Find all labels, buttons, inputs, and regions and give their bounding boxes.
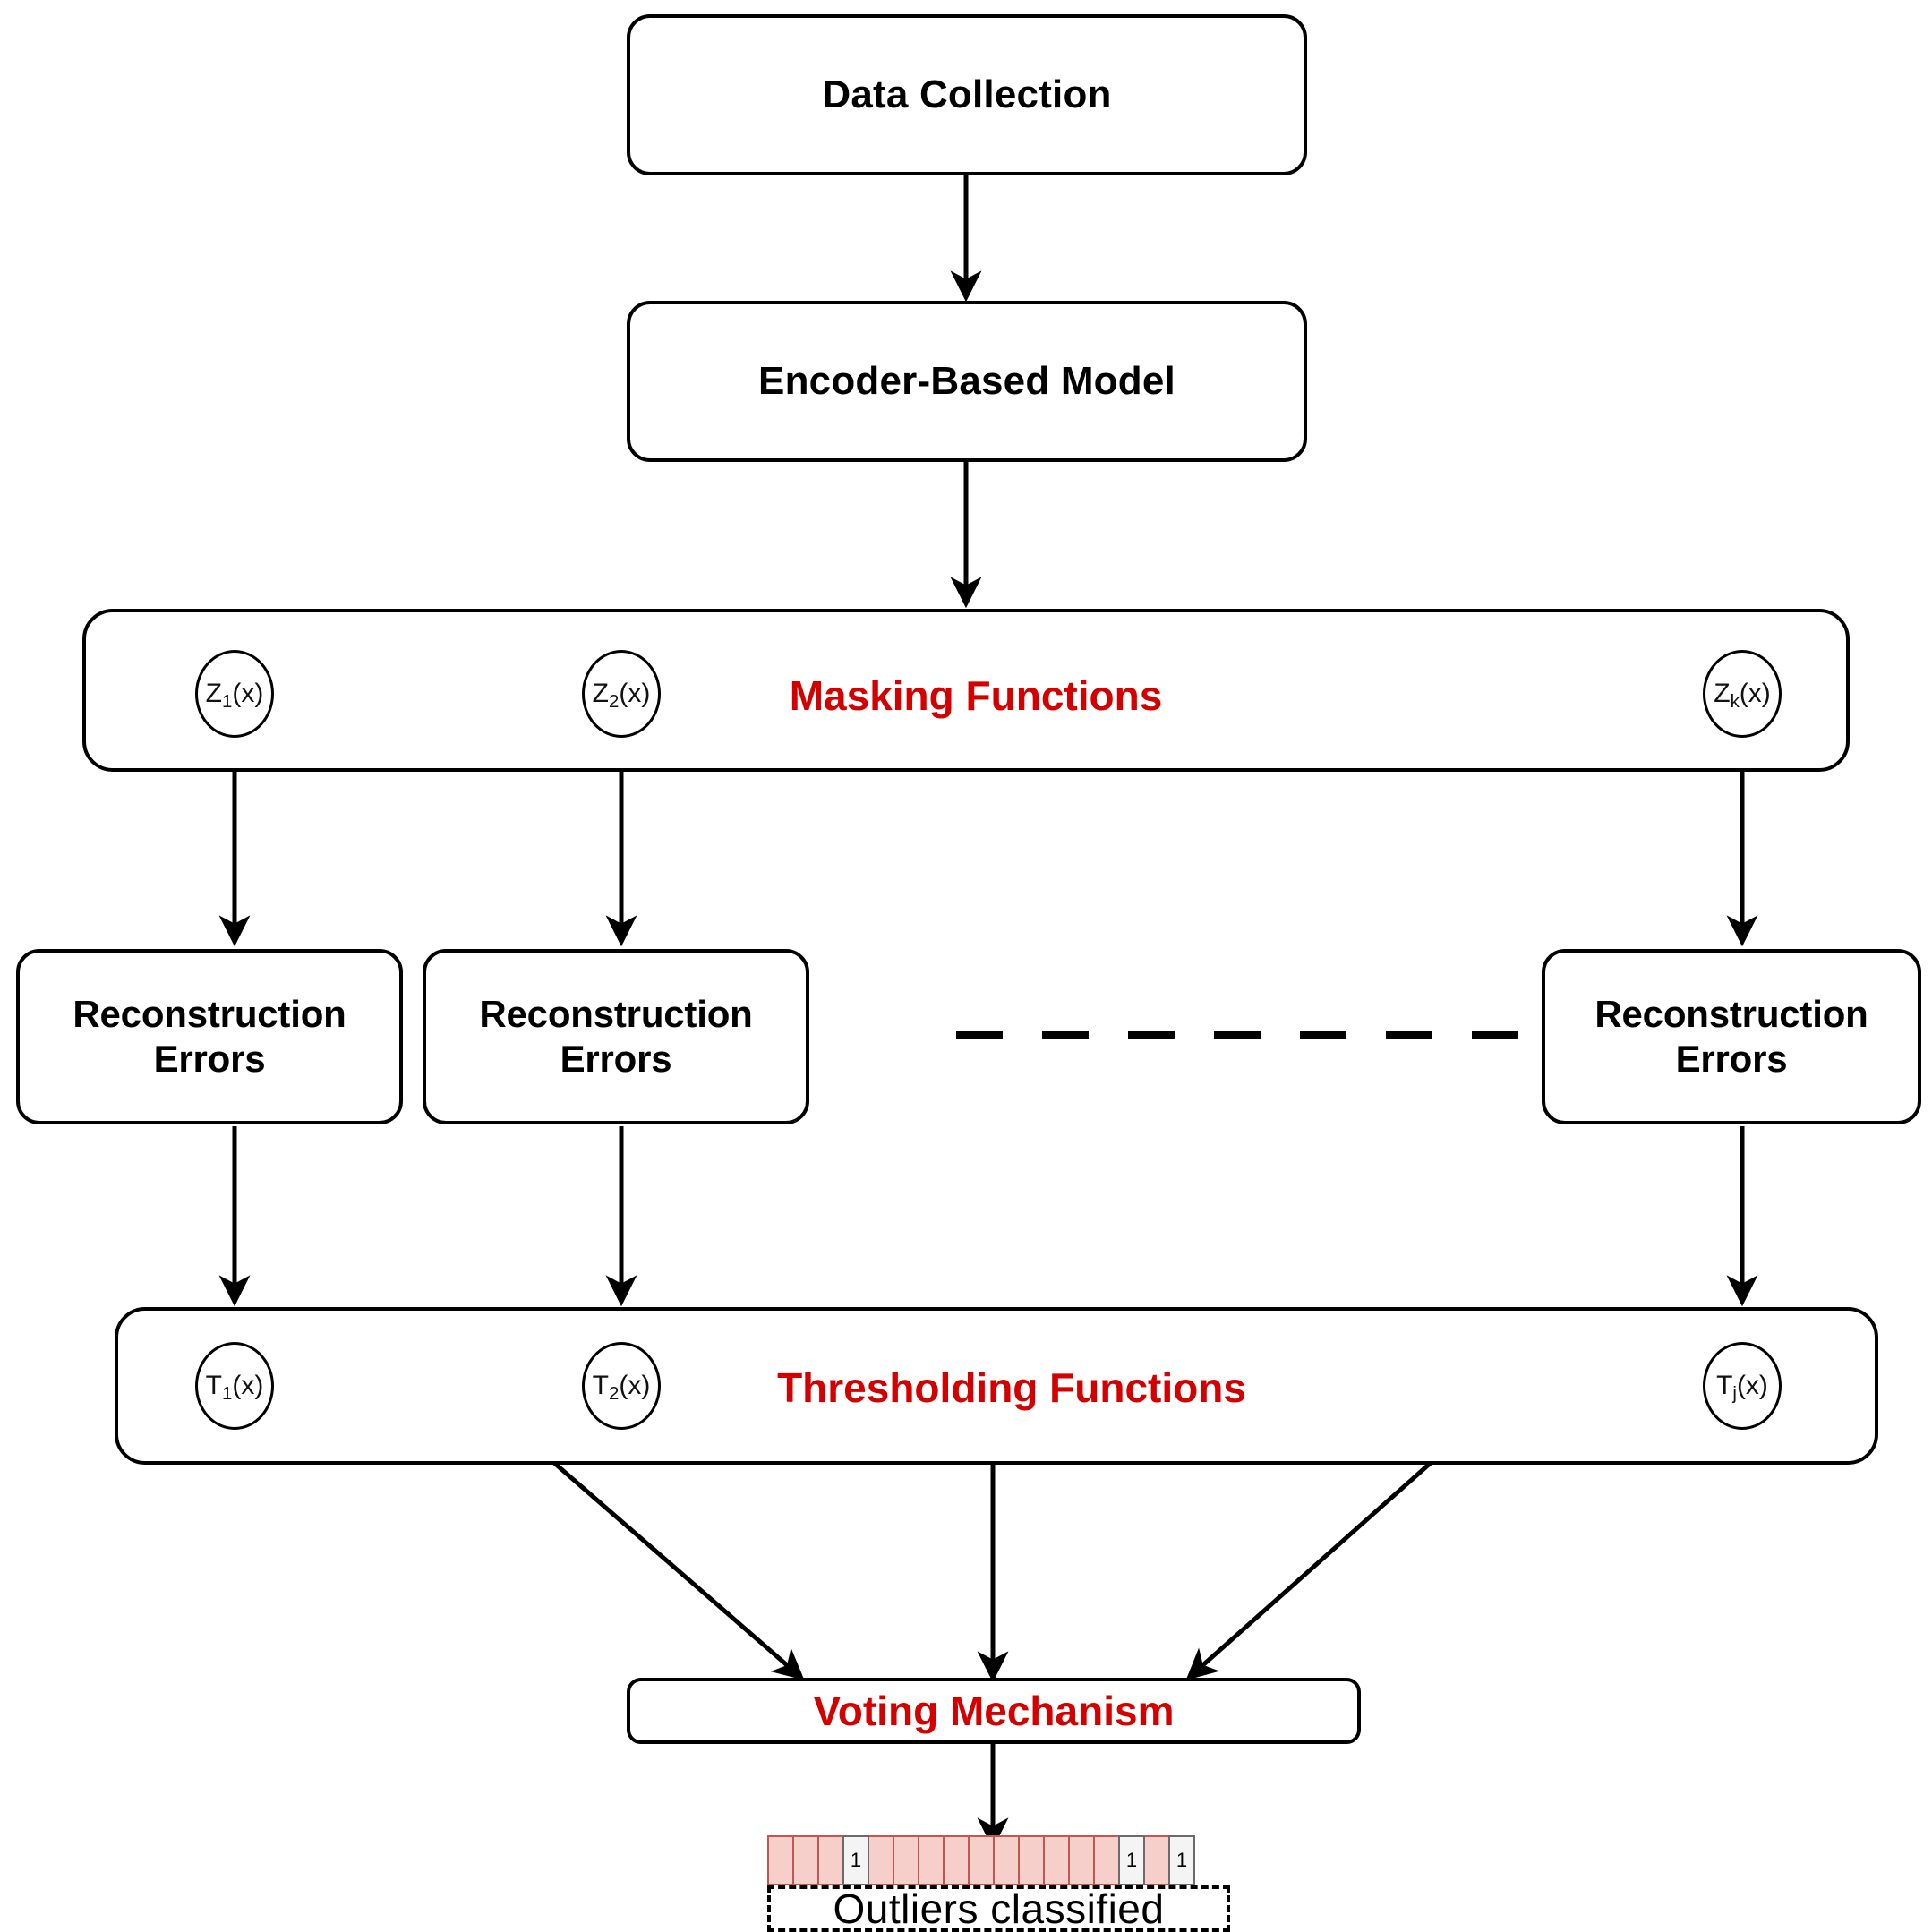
node-reconstruction-errors-2[interactable]: Reconstruction Errors (423, 949, 809, 1124)
output-cell-flagged: 1 (1118, 1835, 1145, 1885)
output-strip-caption: Outliers classified (767, 1885, 1230, 1932)
band-masking-functions-title: Masking Functions (789, 672, 1163, 719)
output-cell (767, 1835, 794, 1885)
output-cell (1093, 1835, 1120, 1885)
output-cell (993, 1835, 1020, 1885)
thresholding-function-tj-label: Tj(x) (1716, 1371, 1768, 1404)
node-voting-mechanism[interactable]: Voting Mechanism (627, 1678, 1361, 1744)
node-encoder-based-model[interactable]: Encoder-Based Model (627, 301, 1307, 462)
output-cell (968, 1835, 995, 1885)
output-cell (1018, 1835, 1045, 1885)
output-cell (1068, 1835, 1095, 1885)
output-cell (918, 1835, 945, 1885)
ellipsis-dash-segment (1386, 1031, 1432, 1039)
output-strip-caption-label: Outliers classified (833, 1885, 1165, 1932)
ellipsis-dash-segment (956, 1031, 1003, 1039)
node-reconstruction-errors-k-line1: Reconstruction (1594, 993, 1868, 1036)
ellipsis-dash-segment (1300, 1031, 1346, 1039)
masking-function-zk-label: Zk(x) (1714, 679, 1771, 712)
masking-function-z2-label: Z2(x) (592, 679, 651, 712)
node-reconstruction-errors-2-line1: Reconstruction (479, 993, 753, 1036)
node-reconstruction-errors-1-line2: Errors (153, 1038, 266, 1080)
node-voting-mechanism-label: Voting Mechanism (813, 1688, 1175, 1734)
edge-thresholding-right-to-voting (1185, 1461, 1432, 1680)
output-cell (817, 1835, 844, 1885)
thresholding-function-t2-label: T2(x) (592, 1371, 651, 1404)
output-cell (1143, 1835, 1170, 1885)
thresholding-function-t2[interactable]: T2(x) (582, 1342, 661, 1430)
thresholding-function-tj[interactable]: Tj(x) (1703, 1342, 1782, 1430)
thresholding-function-t1[interactable]: T1(x) (195, 1342, 274, 1430)
band-thresholding-functions-title: Thresholding Functions (777, 1364, 1246, 1411)
output-cell-flagged: 1 (842, 1835, 869, 1885)
edge-thresholding-left-to-voting (552, 1461, 805, 1680)
ellipsis-dash-segment (1042, 1031, 1089, 1039)
ellipsis-dash-segment (1472, 1031, 1518, 1039)
node-reconstruction-errors-1-line1: Reconstruction (73, 993, 346, 1036)
output-cell-flagged: 1 (1168, 1835, 1195, 1885)
masking-function-z1[interactable]: Z1(x) (195, 650, 274, 738)
ellipsis-dashes (956, 1031, 1518, 1039)
band-thresholding-functions[interactable] (115, 1307, 1878, 1465)
node-reconstruction-errors-2-line2: Errors (560, 1038, 672, 1080)
node-reconstruction-errors-k-line2: Errors (1675, 1038, 1788, 1080)
ellipsis-dash-segment (1214, 1031, 1261, 1039)
node-reconstruction-errors-1[interactable]: Reconstruction Errors (16, 949, 403, 1124)
masking-function-z2[interactable]: Z2(x) (582, 650, 661, 738)
thresholding-function-t1-label: T1(x) (205, 1371, 264, 1404)
output-cell (792, 1835, 819, 1885)
node-encoder-based-model-label: Encoder-Based Model (758, 359, 1175, 404)
node-reconstruction-errors-k[interactable]: Reconstruction Errors (1542, 949, 1921, 1124)
masking-function-zk[interactable]: Zk(x) (1703, 650, 1782, 738)
ellipsis-dash-segment (1128, 1031, 1175, 1039)
output-cell (868, 1835, 894, 1885)
node-data-collection[interactable]: Data Collection (627, 14, 1307, 175)
node-data-collection-label: Data Collection (822, 73, 1112, 117)
output-cell (893, 1835, 919, 1885)
masking-function-z1-label: Z1(x) (205, 679, 264, 712)
output-cell (943, 1835, 970, 1885)
output-cell (1043, 1835, 1070, 1885)
band-masking-functions[interactable] (82, 609, 1850, 772)
